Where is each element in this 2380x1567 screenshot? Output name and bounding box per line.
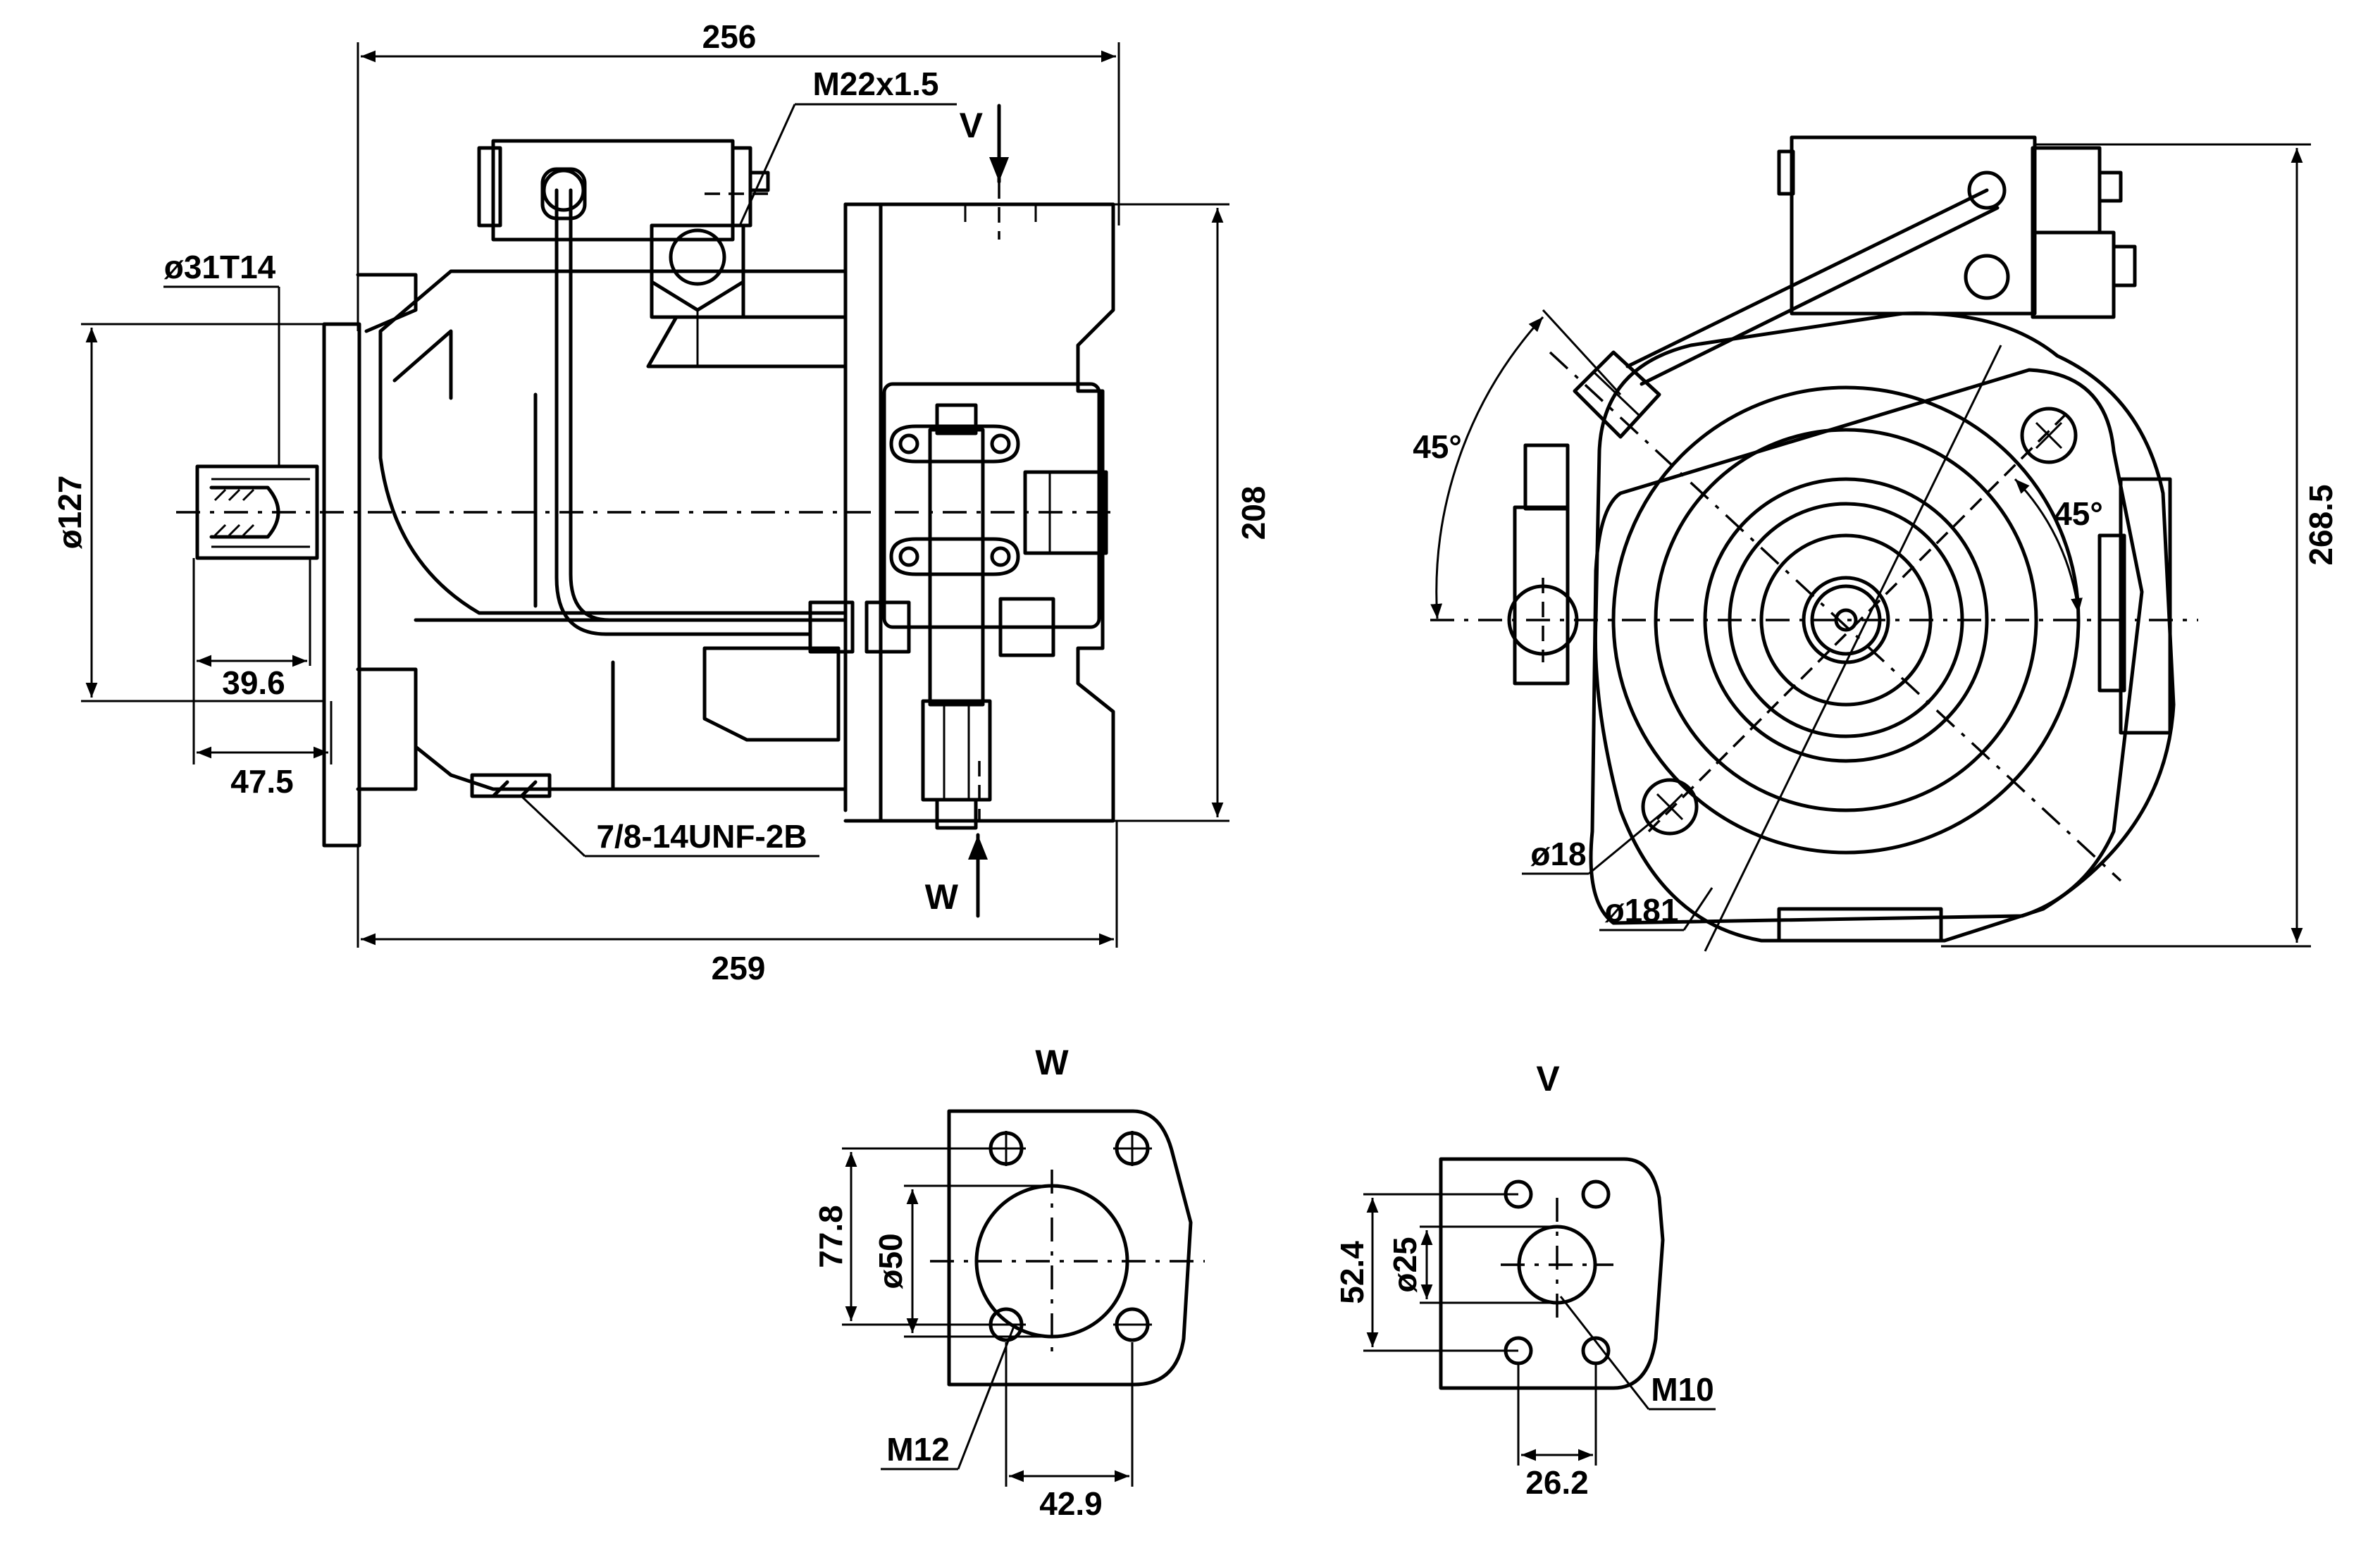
- port-w-title: W: [1035, 1043, 1069, 1082]
- angle-left: 45°: [1413, 309, 1622, 619]
- port-v-spacing-label: 26.2: [1525, 1464, 1589, 1501]
- dim-208-label: 208: [1235, 486, 1272, 540]
- dim-shaft-39-6: 39.6: [192, 558, 311, 764]
- angle-right: 45°: [2014, 478, 2103, 614]
- spline-label: ø31T14: [164, 249, 276, 285]
- dim-256-label: 256: [702, 18, 757, 55]
- dim-39-6-label: 39.6: [222, 664, 285, 701]
- dim-overall-bottom: 259: [357, 821, 1118, 986]
- port-w-detail: W 77.8 ø50 42.9: [812, 1043, 1205, 1522]
- leader-unf: 7/8-14UNF-2B: [520, 795, 819, 857]
- dim-overall-top: 256: [357, 18, 1120, 331]
- port-v-height-label: 52.4: [1334, 1241, 1370, 1304]
- angle-right-label: 45°: [2054, 495, 2103, 532]
- leader-bolt-circle: ø181: [1599, 887, 1713, 931]
- port-v-detail: V 52.4 ø25 26.2 M10: [1334, 1059, 1716, 1501]
- dim-47-5-label: 47.5: [230, 763, 294, 800]
- bolt-circle-label: ø181: [1605, 892, 1679, 929]
- dim-height-208: 208: [1113, 203, 1272, 822]
- side-view: 256 M22x1.5 V: [51, 18, 1272, 986]
- bolt-hole-upper: [2020, 407, 2078, 464]
- dim-flange-127: ø127: [51, 323, 324, 702]
- end-view: 45° 45° ø18 ø181 268.5: [1413, 135, 2339, 952]
- leader-spline: ø31T14: [163, 249, 280, 466]
- pump-housing: [176, 139, 1117, 848]
- dim-127-label: ø127: [51, 476, 88, 550]
- port-v-thread-label: M10: [1651, 1371, 1713, 1408]
- view-w-marker: W: [925, 877, 959, 917]
- view-arrow-w: W: [925, 833, 988, 918]
- port-w-thread-label: M12: [886, 1431, 949, 1468]
- leader-bolt-hole: ø18: [1522, 805, 1671, 875]
- port-w-bolts: [986, 1131, 1152, 1342]
- port-w-height-label: 77.8: [812, 1205, 849, 1268]
- m22-label: M22x1.5: [812, 66, 938, 102]
- view-arrow-v: V: [960, 104, 1009, 184]
- view-v-marker: V: [960, 106, 984, 145]
- unf-label: 7/8-14UNF-2B: [596, 818, 807, 855]
- port-w-bore-label: ø50: [872, 1233, 909, 1289]
- bolt-hole-label: ø18: [1530, 836, 1586, 872]
- dim-259-label: 259: [712, 950, 766, 986]
- port-w-spacing-label: 42.9: [1039, 1485, 1103, 1522]
- dim-height-268-5: 268.5: [1941, 143, 2339, 948]
- shaft-spline-hatch: [213, 488, 255, 537]
- dim-shaft-47-5: 47.5: [197, 701, 333, 800]
- leader-m22: M22x1.5: [738, 66, 957, 226]
- bolt-hole-lower: [1641, 778, 1699, 836]
- dim-268-5-label: 268.5: [2302, 484, 2339, 565]
- port-v-title: V: [1536, 1059, 1560, 1098]
- angle-left-label: 45°: [1413, 428, 1462, 465]
- port-v-bore-label: ø25: [1387, 1237, 1423, 1292]
